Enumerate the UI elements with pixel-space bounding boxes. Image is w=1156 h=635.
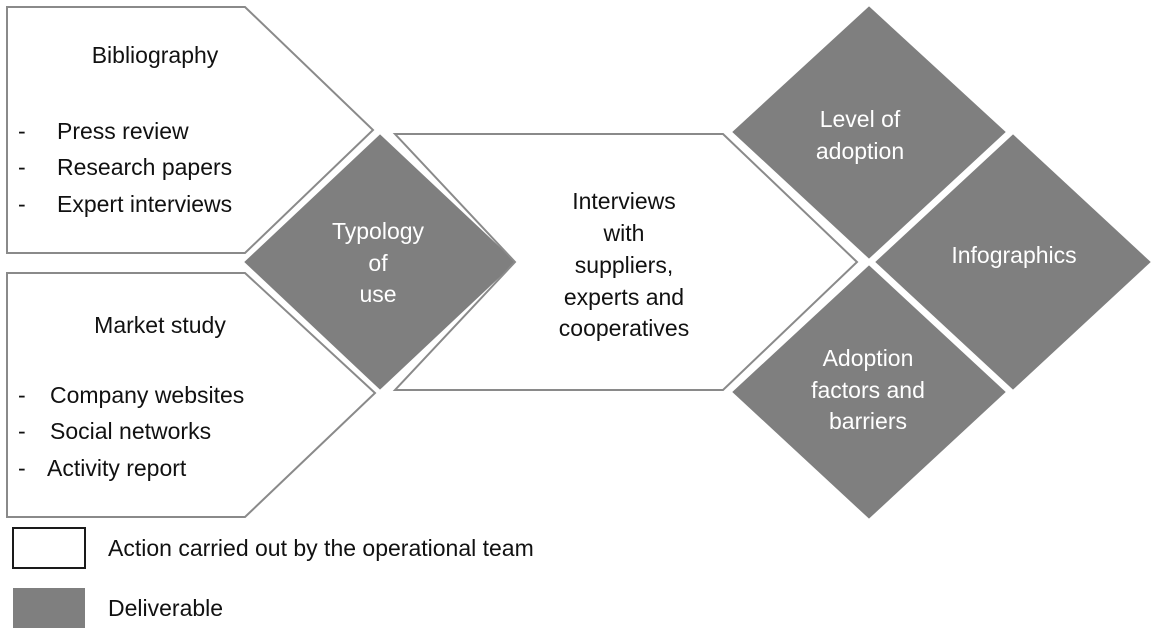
infographics-label: Infographics (951, 242, 1076, 268)
typology-line-2: of (368, 250, 388, 276)
adoption-factors-shape (732, 265, 1006, 519)
bibliography-item-1-bullet: - (18, 118, 26, 144)
typology-line-1: Typology (332, 218, 425, 244)
bibliography-item-3: Expert interviews (57, 191, 232, 217)
interviews-line-2: with (603, 220, 645, 246)
level-of-adoption-shape (732, 6, 1006, 259)
bibliography-item-3-bullet: - (18, 191, 26, 217)
level-of-adoption-line-2: adoption (816, 138, 904, 164)
market-study-item-2-bullet: - (18, 418, 26, 444)
interviews-block: Interviews with suppliers, experts and c… (392, 133, 859, 391)
typology-of-use-deliverable: Typology of use (244, 134, 516, 390)
level-of-adoption-line-1: Level of (820, 106, 901, 132)
interviews-line-5: cooperatives (559, 315, 689, 341)
legend-deliverable-swatch (13, 588, 85, 628)
interviews-line-1: Interviews (572, 188, 676, 214)
typology-line-3: use (359, 281, 396, 307)
legend: Action carried out by the operational te… (12, 527, 534, 628)
market-study-shape (6, 272, 377, 518)
interviews-line-3: suppliers, (575, 252, 673, 278)
adoption-factors-deliverable: Adoption factors and barriers (732, 265, 1006, 519)
adoption-factors-line-2: factors and (811, 377, 925, 403)
interviews-shape (392, 133, 859, 391)
market-study-title: Market study (94, 312, 226, 338)
interviews-line-4: experts and (564, 284, 684, 310)
market-study-item-3-bullet: - (18, 455, 26, 481)
bibliography-item-1: Press review (57, 118, 189, 144)
market-study-item-2: Social networks (50, 418, 211, 444)
infographics-deliverable: Infographics (875, 134, 1151, 390)
bibliography-shape (6, 6, 375, 254)
legend-action-label: Action carried out by the operational te… (108, 535, 534, 561)
market-study-item-1-bullet: - (18, 382, 26, 408)
market-study-block: Market study - Company websites - Social… (6, 272, 377, 518)
market-study-item-1: Company websites (50, 382, 244, 408)
market-study-item-3: Activity report (47, 455, 187, 481)
legend-deliverable-label: Deliverable (108, 595, 223, 621)
legend-action-swatch (12, 527, 86, 569)
adoption-factors-line-1: Adoption (823, 345, 914, 371)
bibliography-item-2: Research papers (57, 154, 232, 180)
level-of-adoption-deliverable: Level of adoption (732, 6, 1006, 259)
infographics-shape (875, 134, 1151, 390)
typology-shape (244, 134, 516, 390)
adoption-factors-line-3: barriers (829, 408, 907, 434)
bibliography-title: Bibliography (92, 42, 219, 68)
bibliography-item-2-bullet: - (18, 154, 26, 180)
bibliography-block: Bibliography - Press review - Research p… (6, 6, 375, 254)
